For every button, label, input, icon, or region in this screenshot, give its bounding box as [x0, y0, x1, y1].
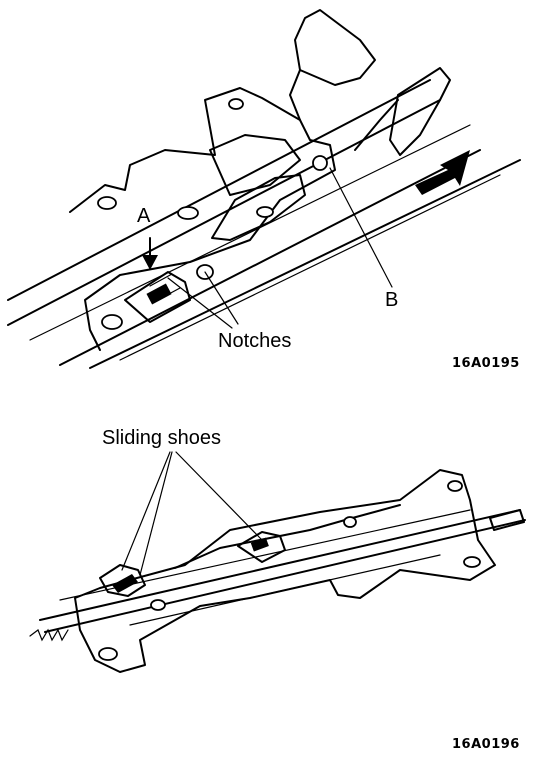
top-rail-assembly: [7, 9, 521, 369]
label-sliding-shoes: Sliding shoes: [102, 427, 221, 449]
label-b: B: [385, 289, 399, 311]
label-notches: Notches: [218, 330, 292, 352]
figure-code-top: 16A0195: [452, 356, 520, 371]
figure-code-bottom: 16A0196: [452, 737, 520, 752]
bottom-rail-assembly: [29, 451, 526, 673]
label-a: A: [137, 205, 151, 227]
